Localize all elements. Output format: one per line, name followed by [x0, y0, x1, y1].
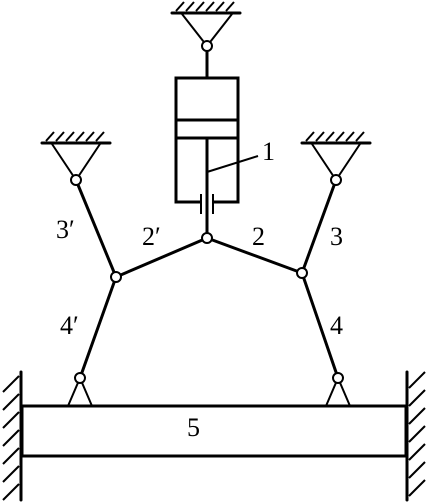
link-4: [300, 271, 340, 380]
label-link-3: 3: [330, 222, 343, 251]
link-4-prime: [78, 275, 118, 380]
joint-rod-end: [201, 232, 213, 244]
top-ground-support: [170, 1, 242, 48]
link-3: [300, 178, 338, 275]
label-link-4-prime: 4′: [60, 311, 79, 340]
label-link-4: 4: [330, 311, 343, 340]
joint-right-slider: [332, 372, 344, 384]
joint-left-ground: [70, 174, 82, 186]
left-ground-support: [40, 131, 112, 182]
label-1-leader: [206, 155, 259, 173]
joint-top-pivot: [201, 40, 213, 52]
slider-body: [20, 404, 408, 458]
link-2: [205, 236, 304, 275]
label-link-2-prime: 2′: [142, 222, 161, 251]
joint-left-knee: [110, 271, 122, 283]
label-link-2: 2: [252, 222, 265, 251]
link-2-prime: [114, 236, 209, 279]
right-ground-support: [300, 131, 372, 182]
label-slider: 5: [187, 413, 200, 442]
joint-left-slider: [74, 372, 86, 384]
label-piston: 1: [262, 137, 275, 166]
right-wall: [405, 370, 426, 502]
label-link-3-prime: 3′: [56, 215, 75, 244]
link-3-prime: [74, 178, 118, 279]
joint-right-knee: [296, 267, 308, 279]
joint-right-ground: [330, 174, 342, 186]
left-wall: [2, 370, 23, 502]
